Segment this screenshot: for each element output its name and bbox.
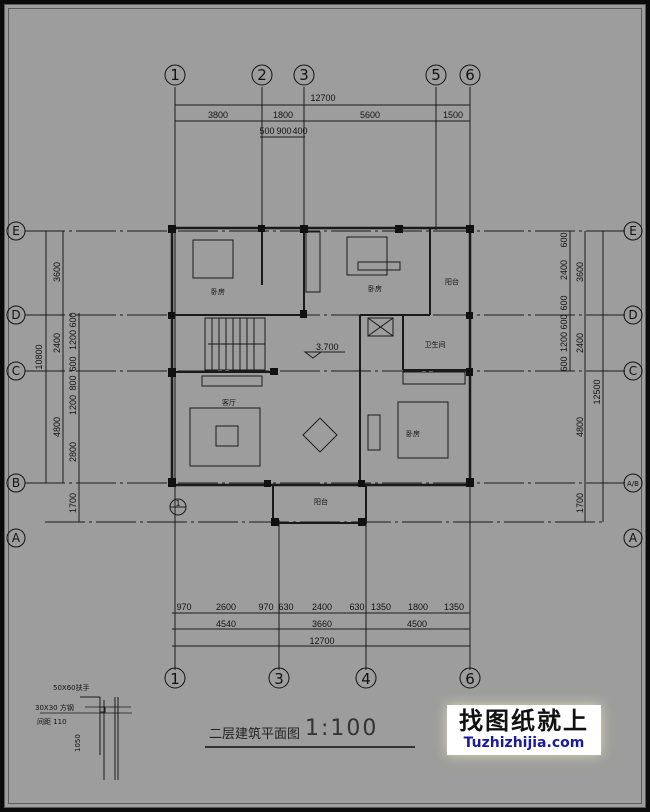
watermark-logo: 找图纸就上 Tuzhizhijia.com xyxy=(447,705,601,755)
dim-left-opening: 600 xyxy=(68,312,78,327)
axis-label-left-c: C xyxy=(12,364,20,378)
axis-label-left-a: A xyxy=(12,531,21,545)
axis-label-left-b: B xyxy=(12,476,20,490)
dim-left-span: 3600 xyxy=(52,262,62,282)
dim-left-opening: 800 xyxy=(68,375,78,390)
axis-label-right-e: E xyxy=(629,224,637,238)
dim-bottom-opening: 2600 xyxy=(216,602,236,612)
room-label-bathroom: 卫生间 xyxy=(425,340,446,349)
room-label-balcony-s: 阳台 xyxy=(314,497,328,506)
axis-label-top-3: 3 xyxy=(299,66,309,84)
dim-left-opening: 1200 xyxy=(68,395,78,415)
dim-left-opening: 2800 xyxy=(68,442,78,462)
axis-label-top-6: 6 xyxy=(465,66,475,84)
axis-label-right-a: A xyxy=(629,531,638,545)
axis-label-left-e: E xyxy=(12,224,20,238)
drawing-scale: 1:100 xyxy=(305,716,379,741)
room-label-living: 客厅 xyxy=(222,398,236,407)
drawing-title: 二层建筑平面图 1:100 xyxy=(205,716,415,748)
dim-left-opening: 600 xyxy=(68,356,78,371)
axis-label-right-ab: A/B xyxy=(627,480,639,488)
room-label-bedroom-se: 卧房 xyxy=(406,429,420,438)
axis-label-bottom-3: 3 xyxy=(274,670,284,688)
railing-height: 1050 xyxy=(74,734,82,752)
watermark-en: Tuzhizhijia.com xyxy=(463,735,585,751)
dim-right-span: 2400 xyxy=(575,333,585,353)
room-label-bedroom-nw: 卧房 xyxy=(211,287,225,296)
detail-callout-label: 1 xyxy=(175,499,180,508)
dim-left-total: 10800 xyxy=(34,344,44,369)
dim-right-total: 12500 xyxy=(592,379,602,404)
railing-label-handrail: 50X60扶手 xyxy=(53,683,90,692)
axis-label-left-d: D xyxy=(11,308,20,322)
inner-border xyxy=(8,8,642,804)
dim-bottom-total: 12700 xyxy=(309,636,334,646)
dim-right-span: 3600 xyxy=(575,262,585,282)
dim-left-extra: 1700 xyxy=(68,493,78,513)
railing-label-spacing: 间距 110 xyxy=(37,718,67,726)
elevation-mark: 3.700 xyxy=(316,342,339,352)
dim-right-span: 1700 xyxy=(575,493,585,513)
dim-bottom-opening: 1350 xyxy=(371,602,391,612)
dim-bottom-span: 4500 xyxy=(407,619,427,629)
room-label-bedroom-ne: 卧房 xyxy=(368,284,382,293)
railing-label-steel: 30X30 方钢 xyxy=(35,703,74,712)
axis-label-top-5: 5 xyxy=(431,66,441,84)
dim-bottom-opening: 970 xyxy=(176,602,191,612)
dim-bottom-opening: 630 xyxy=(278,602,293,612)
axis-label-top-2: 2 xyxy=(257,66,267,84)
dim-right-opening: 600 xyxy=(559,232,569,247)
dim-top-span: 1800 xyxy=(273,110,293,120)
dim-top-sub: 400 xyxy=(292,126,307,136)
dim-right-opening: 600 xyxy=(559,295,569,310)
dim-bottom-opening: 1350 xyxy=(444,602,464,612)
dim-right-opening: 600 xyxy=(559,314,569,329)
dim-top-sub: 500 xyxy=(259,126,274,136)
axis-label-top-1: 1 xyxy=(170,66,180,84)
drawing-title-text: 二层建筑平面图 xyxy=(209,727,301,742)
dim-top-span: 5600 xyxy=(360,110,380,120)
axis-label-bottom-1: 1 xyxy=(170,670,180,688)
dim-bottom-span: 4540 xyxy=(216,619,236,629)
dim-top-sub: 900 xyxy=(276,126,291,136)
dim-bottom-opening: 2400 xyxy=(312,602,332,612)
dim-bottom-opening: 970 xyxy=(258,602,273,612)
dim-right-opening: 2400 xyxy=(559,260,569,280)
dim-left-opening: 1200 xyxy=(68,330,78,350)
dim-bottom-opening: 1800 xyxy=(408,602,428,612)
axis-label-bottom-4: 4 xyxy=(361,670,371,688)
dim-right-span: 4800 xyxy=(575,417,585,437)
watermark-cn: 找图纸就上 xyxy=(459,707,589,735)
axis-label-right-d: D xyxy=(628,308,637,322)
dim-left-span: 2400 xyxy=(52,333,62,353)
dim-left-span: 4800 xyxy=(52,417,62,437)
drawing-frame xyxy=(4,4,646,808)
dim-top-total: 12700 xyxy=(310,93,335,103)
axis-label-right-c: C xyxy=(629,364,637,378)
dim-bottom-opening: 630 xyxy=(349,602,364,612)
room-label-balcony-e: 阳台 xyxy=(445,277,459,286)
dim-top-span: 1500 xyxy=(443,110,463,120)
dim-right-opening: 600 xyxy=(559,356,569,371)
dim-top-span: 3800 xyxy=(208,110,228,120)
dim-right-opening: 1200 xyxy=(559,332,569,352)
dim-bottom-span: 3660 xyxy=(312,619,332,629)
axis-label-bottom-6: 6 xyxy=(465,670,475,688)
